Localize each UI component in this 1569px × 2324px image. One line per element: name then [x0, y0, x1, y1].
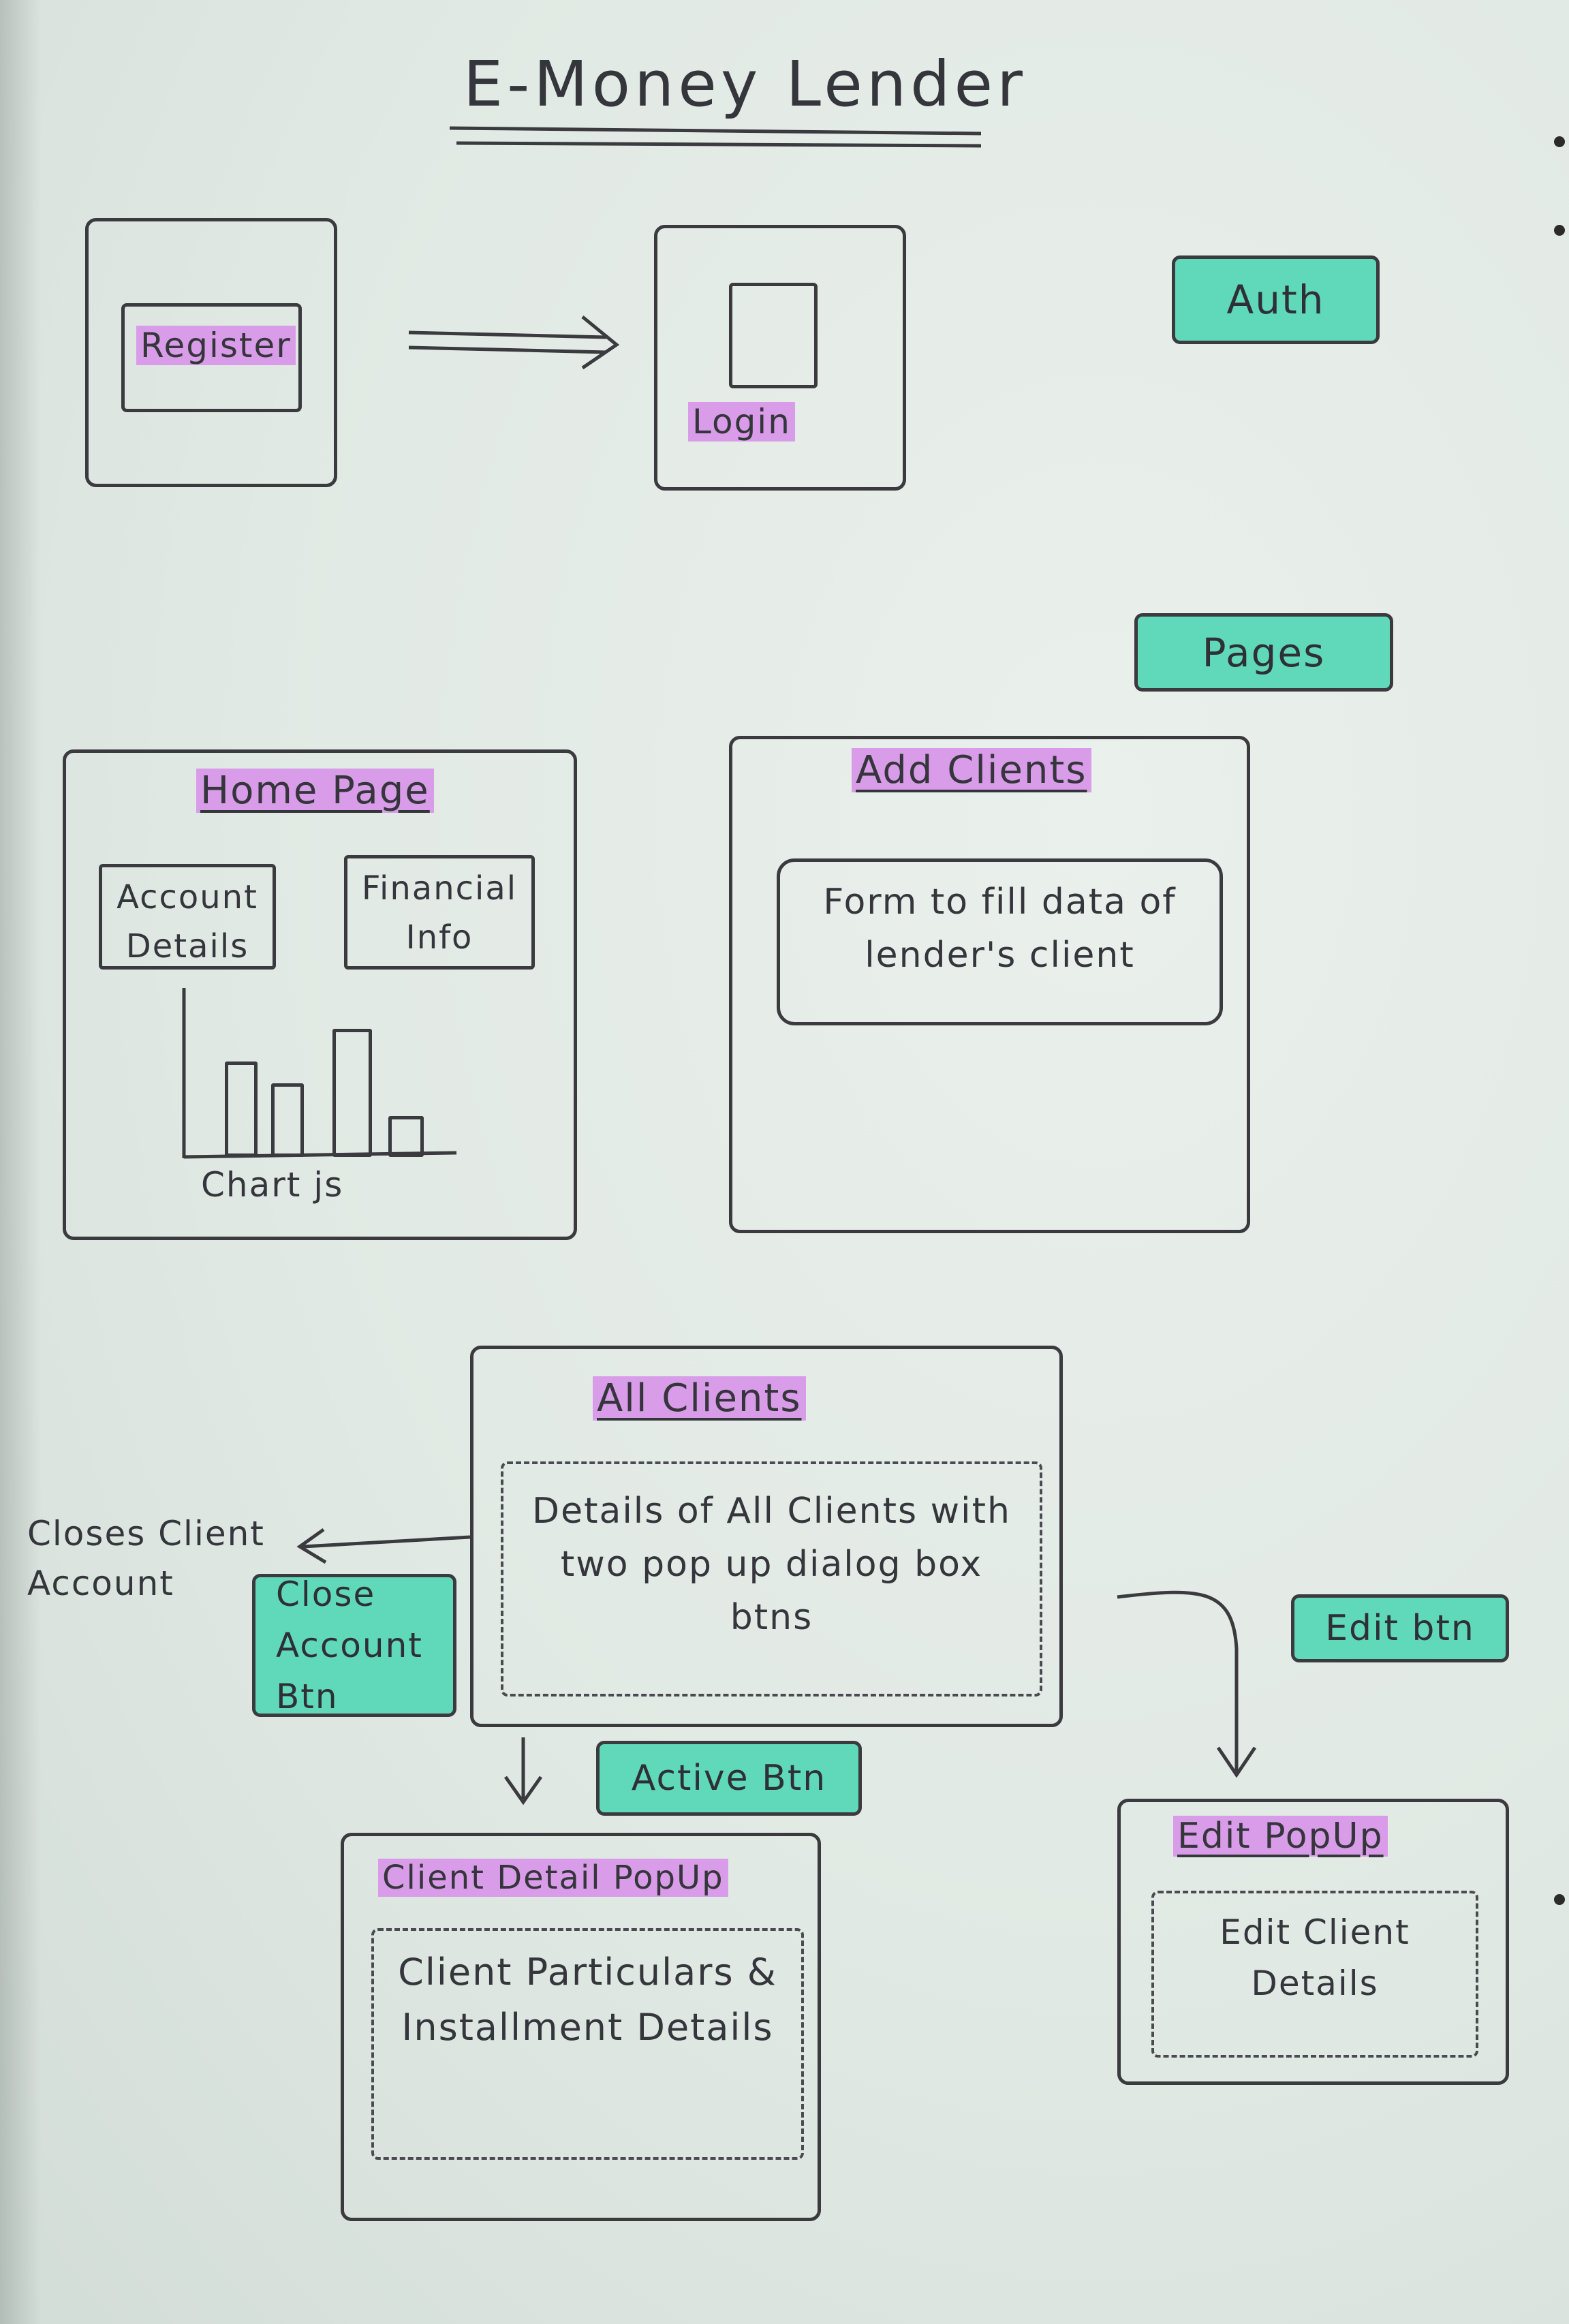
- chart-bar: [225, 1062, 258, 1157]
- login-screen: [654, 225, 906, 491]
- chart-bar: [271, 1083, 304, 1157]
- home-page-frame: [63, 749, 577, 1240]
- pages-tag: Pages: [1134, 613, 1393, 692]
- auth-tag: Auth: [1172, 255, 1380, 344]
- edit-popup-content-label: Edit Client Details: [1220, 1912, 1410, 2003]
- register-screen: [85, 218, 337, 487]
- closes-account-note: Closes Client Account: [27, 1509, 313, 1608]
- binding-hole: [1554, 136, 1565, 147]
- register-label: Register: [136, 326, 296, 365]
- register-button[interactable]: [121, 303, 302, 412]
- all-clients-details-label: Details of All Clients with two pop up d…: [532, 1491, 1011, 1638]
- account-details-label: Account Details: [116, 878, 258, 965]
- login-form-placeholder: [729, 283, 818, 388]
- client-form-label: Form to fill data of lender's client: [823, 882, 1177, 976]
- edit-popup-frame: [1117, 1799, 1509, 2085]
- binding-hole: [1554, 1894, 1565, 1905]
- add-clients-frame: [729, 736, 1250, 1233]
- client-detail-popup-frame: [341, 1833, 821, 2221]
- edit-button[interactable]: Edit btn: [1291, 1594, 1509, 1662]
- all-clients-title: All Clients: [593, 1376, 806, 1421]
- add-clients-title: Add Clients: [852, 748, 1091, 792]
- edit-popup-content: Edit Client Details: [1151, 1891, 1478, 2058]
- client-form[interactable]: Form to fill data of lender's client: [777, 858, 1223, 1025]
- chart-bar: [332, 1029, 372, 1157]
- login-label: Login: [688, 402, 795, 441]
- all-clients-frame: [470, 1346, 1063, 1727]
- financial-info-label: Financial Info: [361, 869, 518, 957]
- home-page-title: Home Page: [196, 769, 434, 813]
- page-edge-shadow: [0, 0, 41, 2324]
- closes-account-note-label: Closes Client Account: [27, 1514, 265, 1603]
- chart-caption: Chart js: [201, 1165, 344, 1205]
- binding-hole: [1554, 225, 1565, 236]
- edit-popup-title: Edit PopUp: [1173, 1816, 1388, 1857]
- active-button[interactable]: Active Btn: [596, 1741, 862, 1816]
- close-account-label: Close Account Btn: [276, 1574, 423, 1716]
- chart-bar: [388, 1116, 424, 1157]
- client-detail-popup-title: Client Detail PopUp: [378, 1859, 728, 1897]
- client-detail-content-label: Client Particulars & Installment Details: [398, 1951, 777, 2049]
- all-clients-details: Details of All Clients with two pop up d…: [501, 1461, 1042, 1696]
- page-title: E-Money Lender: [463, 48, 1027, 121]
- account-details-card: Account Details: [99, 864, 276, 970]
- financial-info-card: Financial Info: [344, 855, 535, 970]
- close-account-button[interactable]: Close Account Btn: [252, 1574, 456, 1717]
- client-detail-content: Client Particulars & Installment Details: [371, 1928, 804, 2160]
